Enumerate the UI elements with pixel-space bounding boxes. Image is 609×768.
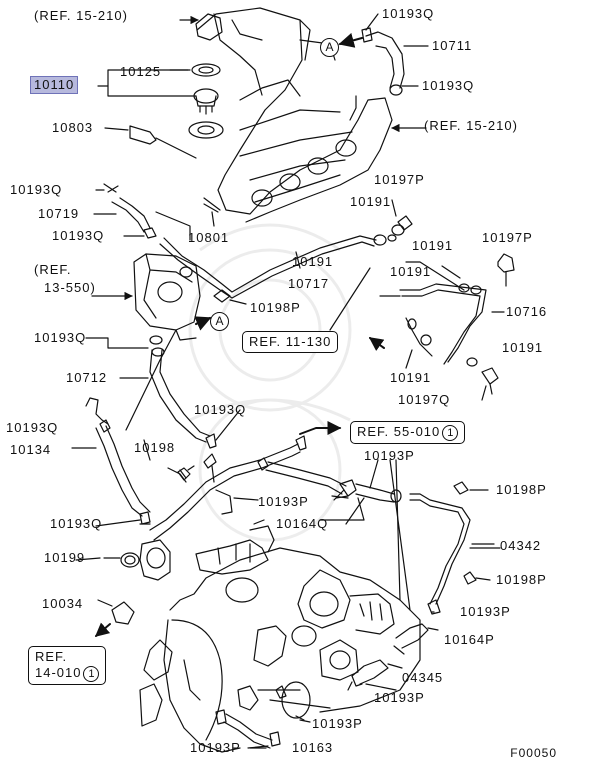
bracket-10198-drawing bbox=[167, 467, 233, 515]
part-10193q-d[interactable]: 10193Q bbox=[194, 402, 247, 417]
watermark-emblem bbox=[188, 223, 352, 542]
engine-block-drawing bbox=[139, 519, 421, 753]
part-10198p-a[interactable]: 10198P bbox=[250, 300, 301, 315]
part-10191-e[interactable]: 10191 bbox=[502, 340, 544, 355]
part-10193q-b[interactable]: 10193Q bbox=[52, 228, 105, 243]
part-10193p-e[interactable]: 10193P bbox=[312, 716, 363, 731]
ref-13-550-line2[interactable]: 13-550) bbox=[44, 280, 96, 295]
part-10164p[interactable]: 10164P bbox=[444, 632, 495, 647]
leader-10110 bbox=[97, 85, 197, 97]
part-10711[interactable]: 10711 bbox=[432, 38, 473, 53]
ref-14-010-circle: 1 bbox=[83, 666, 100, 682]
part-10197p-b[interactable]: 10197P bbox=[482, 230, 533, 245]
part-10034[interactable]: 10034 bbox=[42, 596, 84, 611]
part-10193p-f[interactable]: 10193P bbox=[190, 740, 241, 755]
water-pipe-10134-drawing bbox=[71, 397, 151, 525]
part-10193q-top2[interactable]: 10193Q bbox=[422, 78, 475, 93]
part-10163[interactable]: 10163 bbox=[292, 740, 334, 755]
egr-valve-drawing bbox=[91, 253, 201, 341]
pipe-10716-drawing bbox=[379, 215, 515, 395]
hose-10719-drawing bbox=[93, 183, 157, 239]
hose-04342-drawing bbox=[409, 481, 495, 615]
water-pump-10199-drawing bbox=[97, 539, 171, 625]
part-10193q-e[interactable]: 10193Q bbox=[6, 420, 59, 435]
leader-lines bbox=[75, 189, 501, 749]
part-10193q-f[interactable]: 10193Q bbox=[50, 516, 103, 531]
part-10193q-top[interactable]: 10193Q bbox=[382, 6, 435, 21]
ref-13-550-line1[interactable]: (REF. bbox=[34, 262, 72, 277]
hose-10164p-drawing bbox=[351, 623, 439, 687]
part-10191-a[interactable]: 10191 bbox=[350, 194, 392, 209]
thermostat-gasket-drawing bbox=[188, 63, 224, 139]
hose-10164q-drawing bbox=[257, 457, 402, 525]
part-10134[interactable]: 10134 bbox=[10, 442, 52, 457]
ref-14-010-line1: REF. bbox=[35, 649, 68, 664]
part-10712[interactable]: 10712 bbox=[66, 370, 108, 385]
hose-10163-drawing bbox=[215, 681, 311, 749]
part-10193q-a[interactable]: 10193Q bbox=[10, 182, 63, 197]
part-04345[interactable]: 04345 bbox=[402, 670, 444, 685]
hose-10712-drawing bbox=[119, 335, 217, 449]
part-10198p-c[interactable]: 10198P bbox=[496, 572, 547, 587]
part-10193p-b[interactable]: 10193P bbox=[258, 494, 309, 509]
ref-11-130-box[interactable]: REF. 11-130 bbox=[242, 331, 339, 353]
part-10719[interactable]: 10719 bbox=[38, 206, 80, 221]
marker-a-top: A bbox=[320, 38, 339, 57]
part-10199[interactable]: 10199 bbox=[44, 550, 86, 565]
bolt-10198p-a-drawing bbox=[213, 289, 247, 305]
part-10191-b[interactable]: 10191 bbox=[412, 238, 454, 253]
sensor-10803-drawing bbox=[104, 125, 197, 159]
ref-14-010-line2: 14-010 bbox=[35, 665, 82, 680]
part-10191-f[interactable]: 10191 bbox=[390, 370, 432, 385]
ref-15-210-right[interactable]: (REF. 15-210) bbox=[424, 118, 518, 133]
part-10193p-c[interactable]: 10193P bbox=[460, 604, 511, 619]
intake-manifold-drawing bbox=[195, 7, 393, 223]
part-10197q[interactable]: 10197Q bbox=[398, 392, 451, 407]
hose-10711-drawing bbox=[361, 13, 429, 96]
pipe-10717-drawing bbox=[159, 234, 397, 299]
part-10193q-c[interactable]: 10193Q bbox=[34, 330, 87, 345]
part-10716[interactable]: 10716 bbox=[506, 304, 548, 319]
part-04342[interactable]: 04342 bbox=[500, 538, 542, 553]
part-10198[interactable]: 10198 bbox=[134, 440, 176, 455]
part-10125[interactable]: 10125 bbox=[120, 64, 162, 79]
ref-15-210-top[interactable]: (REF. 15-210) bbox=[34, 8, 128, 23]
figure-id: F00050 bbox=[510, 746, 557, 760]
part-10717[interactable]: 10717 bbox=[288, 276, 330, 291]
ref-55-010-text: REF. 55-010 bbox=[357, 424, 441, 439]
part-10193p-d[interactable]: 10193P bbox=[374, 690, 425, 705]
part-10801[interactable]: 10801 bbox=[188, 230, 230, 245]
part-10191-c[interactable]: 10191 bbox=[292, 254, 334, 269]
part-10193p-a[interactable]: 10193P bbox=[364, 448, 415, 463]
part-10110-highlighted[interactable]: 10110 bbox=[30, 76, 79, 94]
part-10164q[interactable]: 10164Q bbox=[276, 516, 329, 531]
part-10803[interactable]: 10803 bbox=[52, 120, 94, 135]
marker-a-mid: A bbox=[210, 312, 229, 331]
part-10197p-a[interactable]: 10197P bbox=[374, 172, 425, 187]
part-10198p-b[interactable]: 10198P bbox=[496, 482, 547, 497]
sensor-10801-drawing bbox=[203, 197, 221, 227]
ref-55-010-circle: 1 bbox=[442, 425, 459, 441]
pipe-to-water-pump-drawing bbox=[149, 435, 307, 541]
part-10191-d[interactable]: 10191 bbox=[390, 264, 432, 279]
